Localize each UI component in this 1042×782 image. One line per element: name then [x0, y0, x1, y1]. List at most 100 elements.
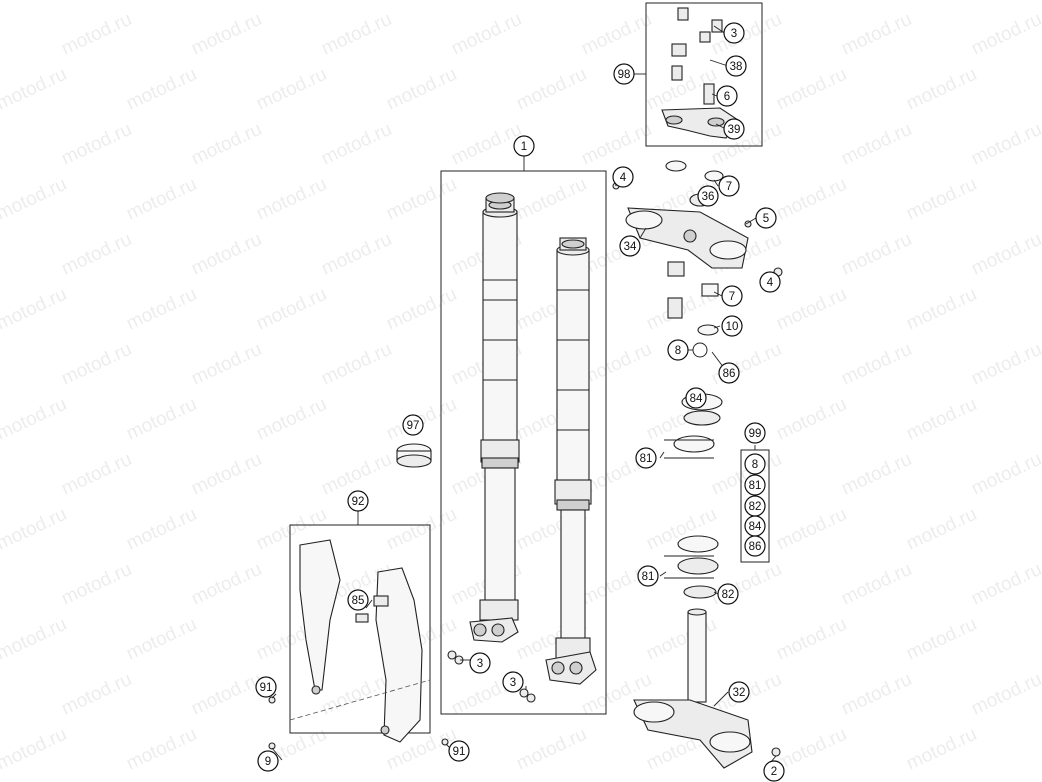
watermark-text: motod.ru [773, 284, 850, 335]
callout-label-8b: 8 [752, 459, 758, 471]
watermark-text: motod.ru [123, 394, 200, 445]
watermark-text: motod.ru [773, 614, 850, 665]
callout-98: 98 [613, 63, 635, 85]
watermark-text: motod.ru [318, 119, 395, 170]
watermark-text: motod.ru [123, 64, 200, 115]
callout-label-1: 1 [521, 141, 527, 153]
fork-guard-ring [396, 443, 432, 468]
watermark-text: motod.ru [448, 9, 525, 60]
callout-36: 36 [697, 185, 719, 207]
lower-clamp-bolt [771, 747, 781, 757]
watermark-text: motod.ru [643, 614, 720, 665]
callout-3a: 3 [723, 22, 745, 44]
callout-label-2: 2 [771, 766, 777, 778]
watermark-text: motod.ru [968, 559, 1042, 610]
watermark-text: motod.ru [0, 284, 70, 335]
callout-81b: 81 [744, 474, 766, 496]
callout-label-84b: 84 [749, 521, 762, 533]
watermark-text: motod.ru [513, 64, 590, 115]
watermark-text: motod.ru [383, 0, 460, 5]
watermark-text: motod.ru [253, 174, 330, 225]
callout-label-5: 5 [763, 213, 769, 225]
callout-82b: 82 [717, 583, 739, 605]
callout-8a: 8 [667, 339, 689, 361]
axle-nuts-right [519, 688, 536, 703]
watermark-text: motod.ru [0, 504, 70, 555]
callout-91a: 91 [255, 676, 277, 698]
callout-81a: 81 [635, 447, 657, 469]
bearing-kit-frame [740, 445, 770, 563]
watermark-text: motod.ru [383, 64, 460, 115]
watermark-text: motod.ru [58, 669, 135, 720]
callout-4b: 4 [759, 271, 781, 293]
watermark-text: motod.ru [903, 284, 980, 335]
callout-label-36: 36 [702, 191, 715, 203]
watermark-text: motod.ru [318, 9, 395, 60]
watermark-text: motod.ru [123, 504, 200, 555]
callout-label-4b: 4 [767, 277, 774, 289]
watermark-text: motod.ru [188, 9, 265, 60]
callout-4a: 4 [612, 166, 634, 188]
fork-assembly-frame [440, 156, 607, 715]
watermark-text: motod.ru [0, 394, 70, 445]
watermark-text: motod.ru [318, 339, 395, 390]
callout-39: 39 [723, 118, 745, 140]
watermark-text: motod.ru [253, 0, 330, 5]
callout-34: 34 [619, 235, 641, 257]
callout-label-92: 92 [352, 496, 365, 508]
watermark-text: motod.ru [383, 174, 460, 225]
watermark-text: motod.ru [188, 119, 265, 170]
watermark-text: motod.ru [0, 724, 70, 775]
lower-bearing-set [664, 535, 719, 599]
watermark-text: motod.ru [708, 339, 785, 390]
callout-86b: 86 [744, 535, 766, 557]
fork-guard-kit-frame [289, 511, 431, 734]
watermark-text: motod.ru [0, 64, 70, 115]
watermark-text: motod.ru [903, 174, 980, 225]
guard-screws [355, 595, 389, 623]
callout-label-7b: 7 [729, 291, 735, 303]
watermark-text: motod.ru [58, 559, 135, 610]
watermark-text: motod.ru [188, 669, 265, 720]
small-screw-91a [268, 696, 276, 704]
callout-3b: 3 [469, 652, 491, 674]
callout-91b: 91 [448, 740, 470, 762]
fork-guard-right [375, 567, 423, 743]
watermark-text: motod.ru [58, 339, 135, 390]
lower-triple-clamp [633, 608, 753, 769]
callout-label-8a: 8 [675, 345, 681, 357]
callout-84b: 84 [744, 515, 766, 537]
watermark-text: motod.ru [838, 669, 915, 720]
callout-label-82b: 82 [722, 589, 735, 601]
watermark-text: motod.ru [383, 284, 460, 335]
callout-label-4a: 4 [620, 172, 627, 184]
watermark-text: motod.ru [968, 119, 1042, 170]
callout-label-91a: 91 [260, 682, 273, 694]
callout-label-3c: 3 [510, 677, 516, 689]
callout-38: 38 [725, 55, 747, 77]
callout-label-10: 10 [726, 321, 739, 333]
watermark-text: motod.ru [968, 229, 1042, 280]
callout-7a: 7 [718, 175, 740, 197]
axle-nuts-left [447, 650, 464, 665]
watermark-text: motod.ru [968, 9, 1042, 60]
callout-32: 32 [728, 681, 750, 703]
callout-label-3b: 3 [477, 658, 483, 670]
watermark-text: motod.ru [968, 669, 1042, 720]
watermark-text: motod.ru [0, 0, 70, 5]
watermark-text: motod.ru [903, 504, 980, 555]
small-screw-9 [268, 742, 276, 750]
callout-label-81c: 81 [642, 571, 655, 583]
watermark-text: motod.ru [708, 449, 785, 500]
watermark-text: motod.ru [513, 0, 590, 5]
upper-triple-clamp [625, 207, 749, 269]
callout-6: 6 [716, 85, 738, 107]
watermark-text: motod.ru [968, 449, 1042, 500]
watermark-text: motod.ru [708, 9, 785, 60]
callout-82a: 82 [744, 495, 766, 517]
callout-label-32: 32 [733, 687, 746, 699]
watermark-text: motod.ru [578, 119, 655, 170]
watermark-text: motod.ru [58, 449, 135, 500]
watermark-text: motod.ru [903, 394, 980, 445]
